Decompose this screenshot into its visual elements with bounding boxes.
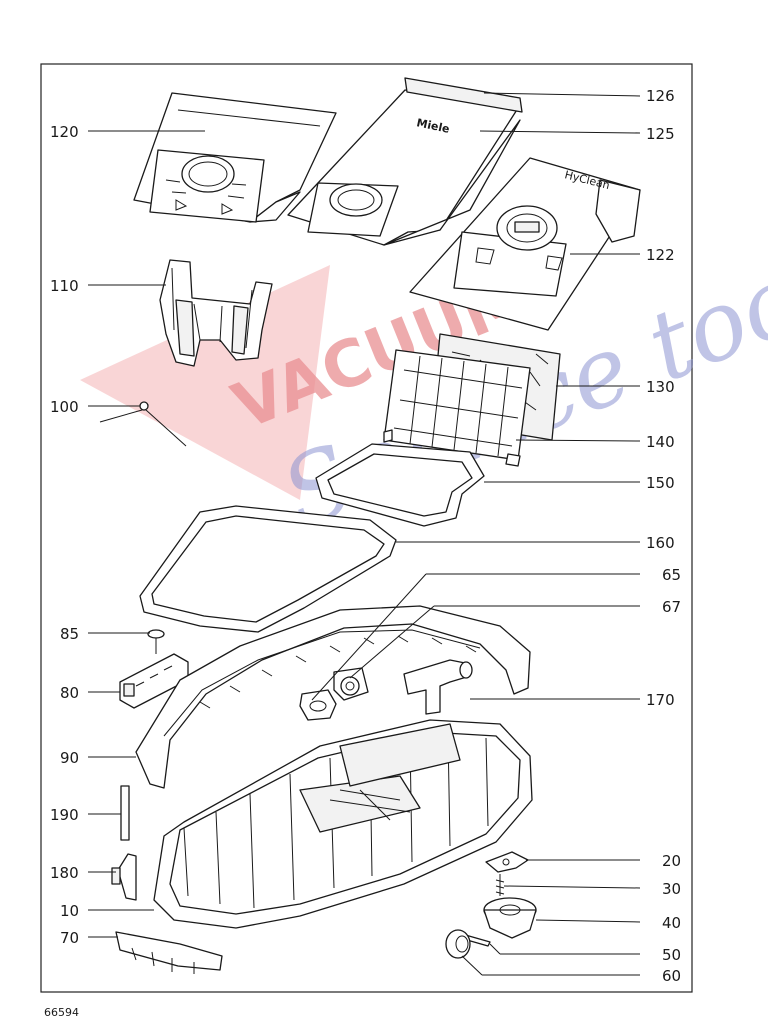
part-40-castor [483, 897, 537, 939]
callout-10: 10 [60, 902, 79, 920]
part-85-screw [147, 629, 165, 654]
callout-80: 80 [60, 684, 79, 702]
callout-30: 30 [662, 880, 681, 898]
callout-120: 120 [50, 123, 79, 141]
part-70-bumper-strip [115, 931, 223, 974]
callout-125: 125 [646, 125, 675, 143]
callout-190: 190 [50, 806, 79, 824]
callout-labels: 120 126 125 122 110 100 130 140 150 160 … [50, 87, 681, 985]
callout-170: 170 [646, 691, 675, 709]
part-190-rod [120, 785, 130, 841]
part-110-bag-holder [159, 259, 273, 367]
part-20-bracket [485, 851, 529, 873]
callout-130: 130 [646, 378, 675, 396]
callout-150: 150 [646, 474, 675, 492]
part-125-bag: Miele [287, 77, 523, 246]
part-120-bag [133, 92, 337, 223]
callout-70: 70 [60, 929, 79, 947]
part-180-clip [111, 853, 137, 901]
callout-122: 122 [646, 246, 675, 264]
part-65-button [299, 689, 337, 721]
callout-60: 60 [662, 967, 681, 985]
callout-126: 126 [646, 87, 675, 105]
callout-180: 180 [50, 864, 79, 882]
callout-85: 85 [60, 625, 79, 643]
callout-20: 20 [662, 852, 681, 870]
callout-67: 67 [662, 598, 681, 616]
part-60-wheel [445, 929, 471, 959]
callout-50: 50 [662, 946, 681, 964]
part-170-pipe [403, 659, 473, 715]
part-67-switch [333, 667, 369, 701]
diagram-frame [40, 63, 693, 993]
part-30-screw [495, 874, 505, 896]
callout-160: 160 [646, 534, 675, 552]
callout-140: 140 [646, 433, 675, 451]
callout-100: 100 [50, 398, 79, 416]
document-number: 66594 [44, 1006, 79, 1019]
part-122-bag: HyClean [409, 157, 641, 331]
part-90-bumper-frame [135, 605, 531, 789]
leader-lines [88, 92, 641, 976]
part-80-latch [119, 653, 189, 709]
part-160-gasket [139, 505, 397, 633]
part-140-filter-grille [383, 349, 531, 467]
callout-110: 110 [50, 277, 79, 295]
watermark-triangle [80, 265, 330, 500]
callout-40: 40 [662, 914, 681, 932]
callout-90: 90 [60, 749, 79, 767]
callout-65: 65 [662, 566, 681, 584]
part-150-filter-frame [315, 443, 485, 527]
part-10-housing [153, 719, 533, 929]
